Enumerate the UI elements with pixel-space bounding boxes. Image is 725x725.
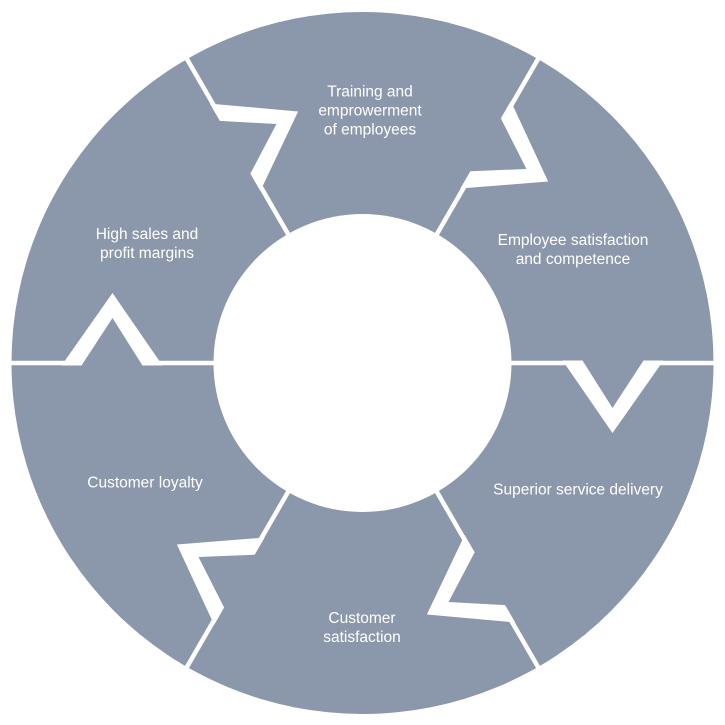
segment-label-customer-satisfaction: Customer satisfaction — [323, 610, 401, 646]
segment-label-line: Customer — [328, 610, 395, 627]
segment-label-line: and competence — [516, 251, 631, 268]
segment-label-line: emprowerment — [318, 103, 422, 120]
segment-label-line: High sales and — [96, 226, 199, 243]
chevron-arrow-icon — [209, 103, 299, 192]
segment-label-line: of employees — [324, 122, 416, 139]
segment-label-line: Employee satisfaction — [498, 232, 649, 249]
segment-label-high-sales-and-profit-margins: High sales and profit margins — [96, 226, 199, 262]
divider-arrow — [505, 360, 719, 433]
segment-label-line: profit margins — [100, 245, 194, 262]
divider-arrow — [176, 485, 293, 673]
ring-center-hole — [213, 214, 512, 512]
divider-line — [258, 185, 293, 241]
chevron-arrow-icon — [562, 360, 664, 433]
divider-line — [182, 619, 216, 673]
segment-label-training-and-emprowerment-of-employees: Training and emprowerment of employees — [318, 84, 422, 139]
chevron-arrow-icon — [176, 537, 265, 625]
segment-label-line: satisfaction — [323, 629, 401, 646]
divider-arrow — [426, 485, 543, 673]
chevron-arrow-icon — [61, 293, 163, 366]
segment-label-line: Training and — [327, 84, 413, 101]
segment-label-line: Customer loyalty — [87, 475, 203, 492]
chevron-arrow-icon — [426, 534, 516, 623]
segment-label-employee-satisfaction-and-competence: Employee satisfaction and competence — [498, 232, 649, 268]
divider-line — [509, 619, 543, 673]
divider-line — [509, 53, 543, 107]
divider-line — [258, 485, 293, 541]
divider-arrow — [6, 293, 220, 366]
divider-line — [432, 185, 467, 241]
chevron-arrow-icon — [460, 101, 549, 189]
divider-arrow — [182, 53, 299, 241]
divider-line — [432, 485, 467, 541]
divider-line — [182, 53, 216, 107]
segment-label-superior-service-delivery: Superior service delivery — [493, 482, 663, 499]
segment-label-line: Superior service delivery — [493, 482, 663, 499]
divider-arrow — [432, 53, 549, 241]
segment-label-customer-loyalty: Customer loyalty — [87, 475, 203, 492]
